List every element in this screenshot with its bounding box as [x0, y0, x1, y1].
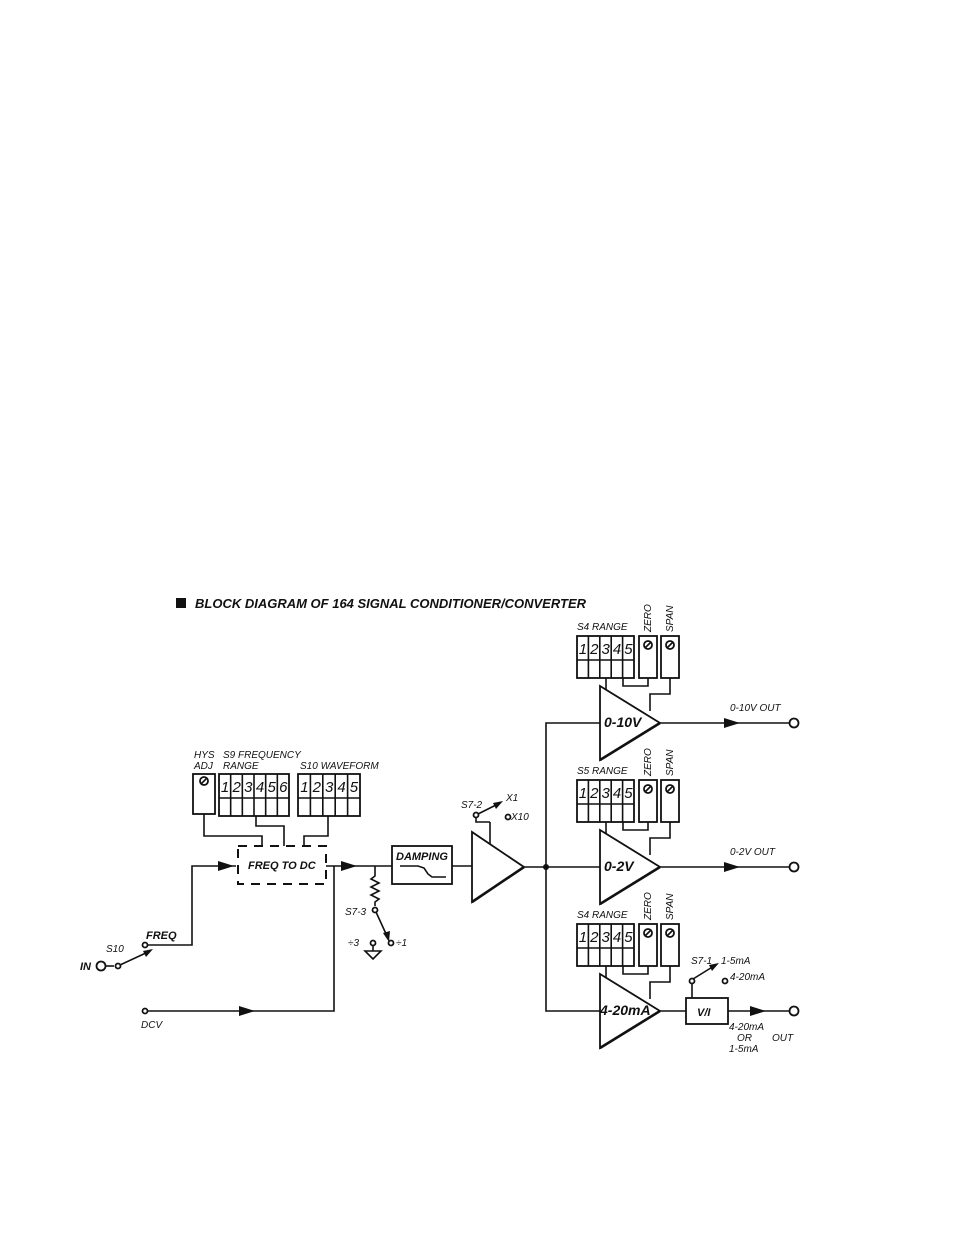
- diagram-title: BLOCK DIAGRAM OF 164 SIGNAL CONDITIONER/…: [195, 596, 587, 611]
- s10-digit: 4: [337, 779, 345, 796]
- div1-label: ÷1: [396, 938, 407, 949]
- x10-label: X10: [510, 812, 529, 823]
- s72-label: S7-2: [461, 800, 483, 811]
- s71-label: S7-1: [691, 956, 712, 967]
- range-digit: 5: [624, 641, 633, 658]
- in-terminal[interactable]: [95, 960, 107, 972]
- range-switch-label: S4 RANGE: [577, 910, 628, 921]
- output-label: 0-2V OUT: [730, 847, 776, 858]
- range-digit: 3: [602, 785, 611, 802]
- s10-digit: 3: [325, 779, 334, 796]
- range-digit: 1: [579, 641, 587, 658]
- s71-switch-arm[interactable]: [692, 965, 715, 980]
- s9-digit: 5: [268, 779, 277, 796]
- range-digit: 2: [589, 929, 599, 946]
- span-label: SPAN: [665, 893, 676, 920]
- s10-digit: 5: [350, 779, 359, 796]
- output-terminal[interactable]: [788, 717, 800, 729]
- range-digit: 5: [624, 929, 633, 946]
- freq-arrow: [218, 861, 234, 871]
- s71-opt2-label: 4-20mA: [730, 972, 765, 983]
- gain-amplifier: [471, 830, 526, 904]
- amplifier-label: 4-20mA: [599, 1002, 651, 1018]
- zero-label: ZERO: [643, 748, 654, 777]
- output-label: 0-10V OUT: [730, 703, 781, 714]
- ground-icon: [363, 945, 383, 961]
- amplifier-label: 0-10V: [604, 714, 643, 730]
- range-digit: 1: [579, 785, 587, 802]
- s73-resistor: [369, 866, 381, 906]
- s10-waveform-label: S10 WAVEFORM: [300, 761, 379, 772]
- range-digit: 3: [602, 641, 611, 658]
- dcv-arrow: [239, 1006, 255, 1016]
- hys-label: HYS: [194, 750, 215, 761]
- output-label: OUT: [772, 1033, 794, 1044]
- range-switch-label: S4 RANGE: [577, 622, 628, 633]
- in-label: IN: [80, 961, 92, 973]
- x1-label: X1: [505, 793, 518, 804]
- freq-to-dc-label: FREQ TO DC: [248, 860, 317, 872]
- note3-label: 1-5mA: [729, 1044, 759, 1055]
- s9-digit: 1: [221, 779, 229, 796]
- s9-digit: 6: [279, 779, 288, 796]
- zero-label: ZERO: [643, 604, 654, 633]
- output-terminal[interactable]: [788, 861, 800, 873]
- div3-label: ÷3: [348, 938, 359, 949]
- dcv-label: DCV: [141, 1020, 163, 1031]
- title-bullet: [176, 598, 186, 608]
- current-out-terminal[interactable]: [788, 1005, 800, 1017]
- damping-curve-icon: [400, 865, 446, 878]
- span-label: SPAN: [665, 605, 676, 632]
- amplifier-label: 0-2V: [604, 858, 635, 874]
- s9-label: S9 FREQUENCY: [223, 750, 302, 761]
- s10-digit: 2: [312, 779, 322, 796]
- range-switch-label: S5 RANGE: [577, 766, 628, 777]
- s73-label: S7-3: [345, 907, 367, 918]
- span-label: SPAN: [665, 749, 676, 776]
- note1-label: 4-20mA: [729, 1022, 764, 1033]
- s9-digit: 2: [232, 779, 242, 796]
- range-digit: 5: [624, 785, 633, 802]
- range-digit: 3: [602, 929, 611, 946]
- range-digit: 2: [589, 641, 599, 658]
- s9-range-label: RANGE: [223, 761, 259, 772]
- range-digit: 4: [613, 929, 621, 946]
- vi-converter-block: [685, 997, 729, 1025]
- adj-label: ADJ: [193, 761, 214, 772]
- s71-opt1-label: 1-5mA: [721, 956, 751, 967]
- note2-label: OR: [737, 1033, 752, 1044]
- range-digit: 2: [589, 785, 599, 802]
- range-digit: 4: [613, 641, 621, 658]
- vi-label: V/I: [697, 1007, 711, 1019]
- s10-digit: 1: [300, 779, 308, 796]
- damping-label: DAMPING: [396, 851, 448, 863]
- s10-input-label: S10: [106, 944, 124, 955]
- range-digit: 4: [613, 785, 621, 802]
- freq-label: FREQ: [146, 930, 177, 942]
- freq-to-dc-block: [237, 845, 327, 885]
- s10-switch-arm[interactable]: [119, 951, 149, 966]
- s73-switch-arm[interactable]: [375, 911, 388, 937]
- zero-label: ZERO: [643, 892, 654, 921]
- range-digit: 1: [579, 929, 587, 946]
- s9-digit: 4: [256, 779, 264, 796]
- s9-digit: 3: [244, 779, 253, 796]
